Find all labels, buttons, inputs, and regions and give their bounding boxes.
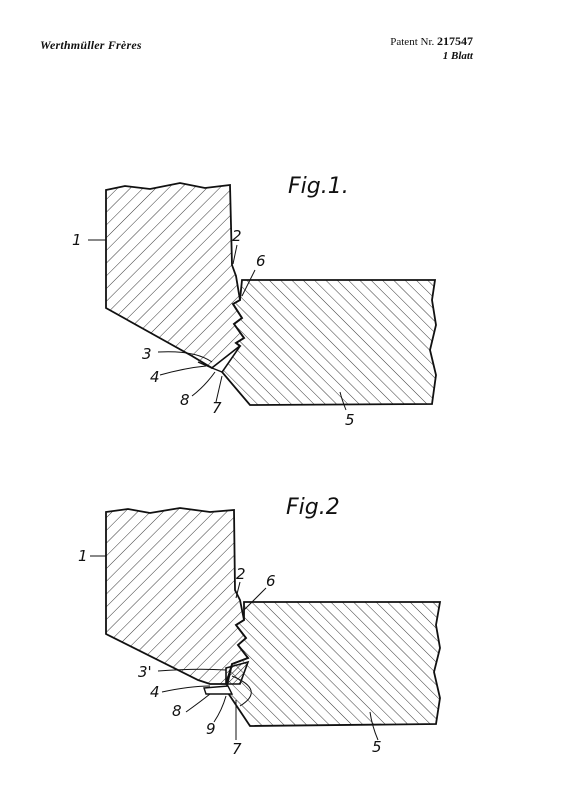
fig1-insert: [210, 345, 241, 373]
applicant-name: Werthmüller Frères: [40, 38, 142, 52]
fig2-insert: [225, 660, 250, 685]
patent-header: Patent Nr. 217547 1 Blatt: [390, 34, 473, 63]
fig2-label-8: 8: [172, 702, 182, 720]
fig1-label-1: 1: [72, 231, 82, 249]
fig1-label-4: 4: [150, 368, 160, 386]
fig2-label-3-prime: 3': [138, 663, 152, 681]
fig1-label-2: 2: [232, 227, 242, 245]
fig1-part-1: [105, 182, 246, 370]
patent-prefix: Patent Nr.: [390, 36, 435, 48]
sheet-count: 1 Blatt: [442, 50, 473, 62]
fig2-part-5: [225, 601, 442, 727]
patent-number: 217547: [437, 34, 473, 48]
patent-number-line: Patent Nr. 217547: [390, 34, 473, 49]
fig2-label-5: 5: [372, 738, 382, 756]
figure-1: Fig.1. 1 2 6 3 4 8 7 5: [72, 174, 437, 429]
fig2-part-1: [105, 507, 250, 685]
fig1-label-6: 6: [256, 252, 266, 270]
fig2-label-6: 6: [266, 572, 276, 590]
figure-2-title: Fig.2: [286, 495, 340, 520]
fig1-label-3: 3: [142, 345, 152, 363]
fig1-label-5: 5: [345, 411, 355, 429]
figure-1-title: Fig.1.: [288, 174, 349, 199]
fig2-label-4: 4: [150, 683, 160, 701]
fig1-part-5: [220, 279, 437, 406]
figure-2: Fig.2 1 2 6 3' 4 8 9 7 5: [78, 495, 442, 758]
fig1-label-8: 8: [180, 391, 190, 409]
fig1-label-7: 7: [212, 399, 222, 417]
fig2-label-2: 2: [236, 565, 246, 583]
fig2-label-9: 9: [206, 720, 216, 738]
fig2-label-1: 1: [78, 547, 88, 565]
fig2-label-7: 7: [232, 740, 242, 758]
